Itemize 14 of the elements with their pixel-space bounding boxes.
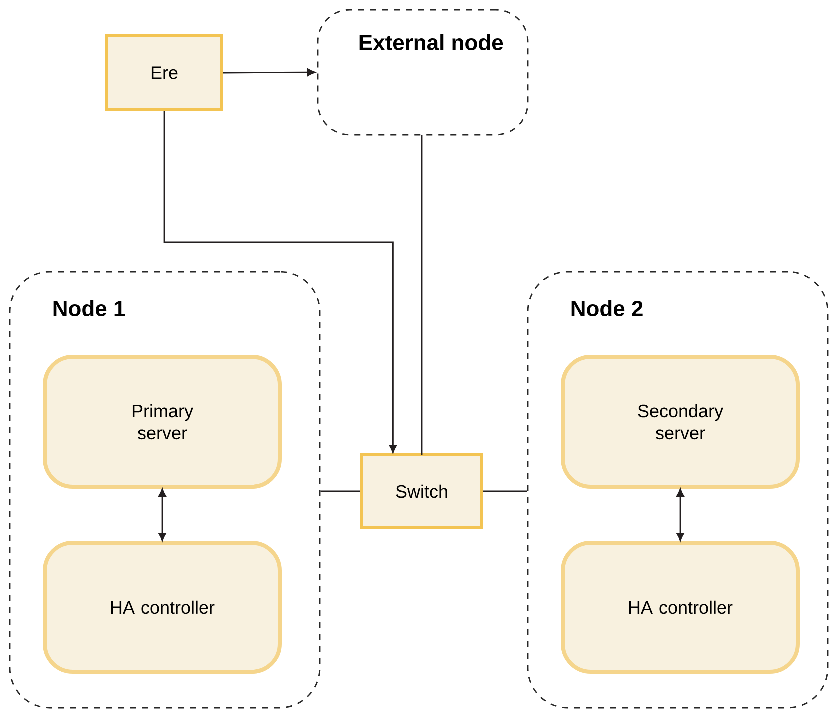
process-box: Switch xyxy=(360,454,484,530)
connector-line xyxy=(421,135,423,455)
server-box: Secondary server xyxy=(561,355,800,489)
external-node-box: External node xyxy=(317,9,529,136)
process-box: Ere xyxy=(106,34,224,112)
server-box: HA controller xyxy=(43,541,282,674)
arrow xyxy=(224,68,316,76)
server-box: Primary server xyxy=(43,355,282,489)
connector-line xyxy=(484,490,528,492)
arrow xyxy=(158,488,166,542)
connector-line xyxy=(320,490,360,492)
arrow xyxy=(164,112,398,454)
server-box: HA controller xyxy=(561,541,800,674)
arrow xyxy=(676,488,684,542)
